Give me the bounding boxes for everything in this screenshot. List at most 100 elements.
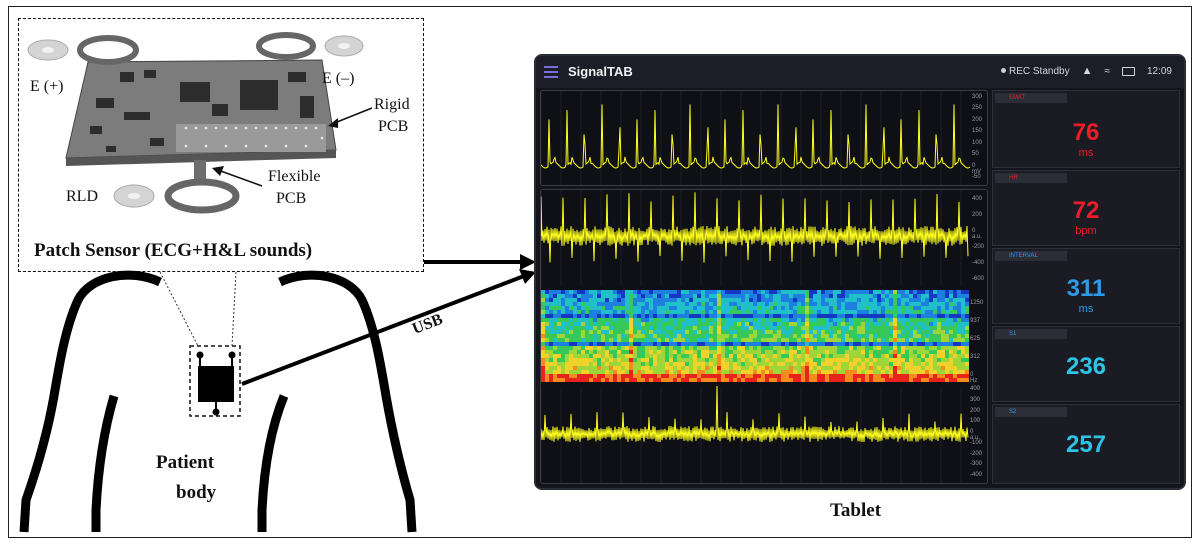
spectrogram-cell <box>965 306 969 310</box>
rec-status[interactable]: REC Standby <box>1000 65 1070 77</box>
spectrogram-cell <box>845 298 849 302</box>
spectrogram-cell <box>797 326 801 330</box>
rec-status-label: REC Standby <box>1008 65 1070 77</box>
spectrogram-cell <box>733 366 737 370</box>
spectrogram-cell <box>865 338 869 342</box>
spectrogram-cell <box>677 314 681 318</box>
spectrogram-cell <box>597 314 601 318</box>
spectrogram-cell <box>925 330 929 334</box>
spectrogram-cell <box>957 314 961 318</box>
spectrogram-cell <box>653 294 657 298</box>
spectrogram-cell <box>841 294 845 298</box>
spectrogram-cell <box>749 366 753 370</box>
spectrogram-cell <box>657 290 661 294</box>
spectrogram-cell <box>769 318 773 322</box>
spectrogram-cell <box>785 326 789 330</box>
spectrogram-cell <box>861 306 865 310</box>
spectrogram-cell <box>749 322 753 326</box>
spectrogram-cell <box>961 294 965 298</box>
spectrogram-cell <box>641 298 645 302</box>
spectrogram-cell <box>681 358 685 362</box>
spectrogram-cell <box>677 342 681 346</box>
metric-interval[interactable]: INTERVAL 311 ms <box>992 248 1180 324</box>
spectrogram-cell <box>913 290 917 294</box>
spectrogram-cell <box>625 370 629 374</box>
spectrogram-cell <box>765 378 769 382</box>
spectrogram-cell <box>605 306 609 310</box>
spectrogram-cell <box>721 330 725 334</box>
spectrogram-cell <box>957 298 961 302</box>
spectrogram-cell <box>949 330 953 334</box>
metric-hr[interactable]: HR 72 bpm <box>992 170 1180 246</box>
spectrogram-cell <box>625 342 629 346</box>
usb-cable-arrow <box>241 274 525 386</box>
spectrogram-cell <box>625 306 629 310</box>
spectrogram-cell <box>893 378 897 382</box>
spectrogram-cell <box>577 318 581 322</box>
spectrogram-cell <box>749 354 753 358</box>
spectrogram-cell <box>557 362 561 366</box>
spectrogram-cell <box>605 290 609 294</box>
spectrogram-cell <box>793 354 797 358</box>
spectrogram-cell <box>649 306 653 310</box>
spectrogram-cell <box>925 294 929 298</box>
spectrogram-cell <box>753 350 757 354</box>
spectrogram-cell <box>801 366 805 370</box>
spectrogram-cell <box>781 306 785 310</box>
bell-icon[interactable]: ▲ <box>1081 65 1093 77</box>
spectrogram-cell <box>669 314 673 318</box>
spectrogram-cell <box>801 294 805 298</box>
spectrogram-cell <box>945 334 949 338</box>
menu-icon[interactable] <box>544 66 558 78</box>
spectrogram-cell <box>657 338 661 342</box>
spectrogram-cell <box>909 346 913 350</box>
spectrogram-cell <box>601 330 605 334</box>
spectrogram-cell <box>717 346 721 350</box>
spectrogram-cell <box>765 354 769 358</box>
spectrogram-cell <box>765 302 769 306</box>
spectrogram-cell <box>649 314 653 318</box>
spectrogram-cell <box>705 342 709 346</box>
spectrogram-cell <box>865 378 869 382</box>
app-bar: SignalTAB REC Standby ▲ ≈ 12:09 <box>536 56 1184 88</box>
spectrogram-cell <box>937 354 941 358</box>
spectrogram-cell <box>845 334 849 338</box>
spectrogram-cell <box>873 370 877 374</box>
spectrogram-cell <box>861 330 865 334</box>
label-rigid-pcb: PCB <box>378 118 409 135</box>
spectrogram-cell <box>685 354 689 358</box>
spectrogram-cell <box>665 322 669 326</box>
spectrogram-cell <box>661 342 665 346</box>
spectrogram-cell <box>817 294 821 298</box>
metric-emat[interactable]: EMAT 76 ms <box>992 90 1180 168</box>
spectrogram-cell <box>965 358 969 362</box>
spectrogram-cell <box>717 358 721 362</box>
spectrogram-cell <box>781 334 785 338</box>
spectrogram-cell <box>845 306 849 310</box>
spectrogram-cell <box>693 330 697 334</box>
spectrogram-cell <box>693 362 697 366</box>
spectrogram-cell <box>749 318 753 322</box>
spectrogram-cell <box>661 290 665 294</box>
spectrogram-cell <box>961 350 965 354</box>
spectrogram-cell <box>677 350 681 354</box>
metric-s2[interactable]: S2 257 <box>992 404 1180 484</box>
axis-tick-label: 200 <box>972 212 983 218</box>
spectrogram-cell <box>829 302 833 306</box>
spectrogram-cell <box>629 290 633 294</box>
spectrogram-cell <box>881 314 885 318</box>
spectrogram-cell <box>601 342 605 346</box>
metric-s1[interactable]: S1 236 <box>992 326 1180 402</box>
spectrogram-cell <box>849 362 853 366</box>
spectrogram-cell <box>853 318 857 322</box>
spectrogram-cell <box>653 314 657 318</box>
spectrogram-cell <box>949 306 953 310</box>
spectrogram-cell <box>857 322 861 326</box>
spectrogram-cell <box>921 370 925 374</box>
spectrogram-cell <box>649 298 653 302</box>
spectrogram-cell <box>637 370 641 374</box>
spectrogram-cell <box>633 306 637 310</box>
spectrogram-cell <box>865 330 869 334</box>
spectrogram-cell <box>961 342 965 346</box>
spectrogram-cell <box>673 306 677 310</box>
